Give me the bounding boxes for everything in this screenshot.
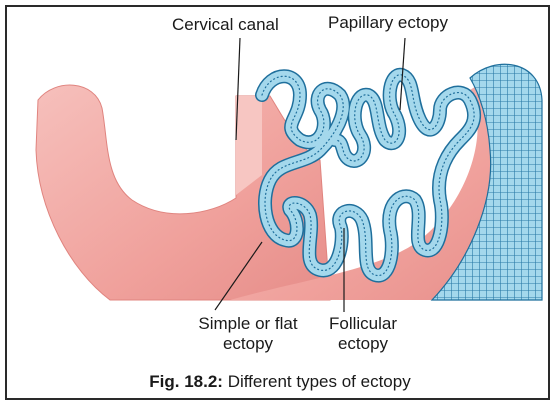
label-follicular-line2: ectopy [308, 334, 418, 354]
cervical-stroma [36, 85, 330, 300]
label-simple-line1: Simple or flat [178, 314, 318, 334]
label-simple-ectopy: Simple or flat ectopy [178, 314, 318, 354]
label-follicular-ectopy: Follicular ectopy [308, 314, 418, 354]
label-papillary-ectopy: Papillary ectopy [328, 13, 448, 33]
label-simple-line2: ectopy [178, 334, 318, 354]
caption-text: Different types of ectopy [223, 372, 411, 391]
caption-number: Fig. 18.2: [149, 372, 223, 391]
figure-caption: Fig. 18.2: Different types of ectopy [0, 372, 560, 392]
label-follicular-line1: Follicular [308, 314, 418, 334]
label-cervical-canal: Cervical canal [172, 15, 279, 35]
